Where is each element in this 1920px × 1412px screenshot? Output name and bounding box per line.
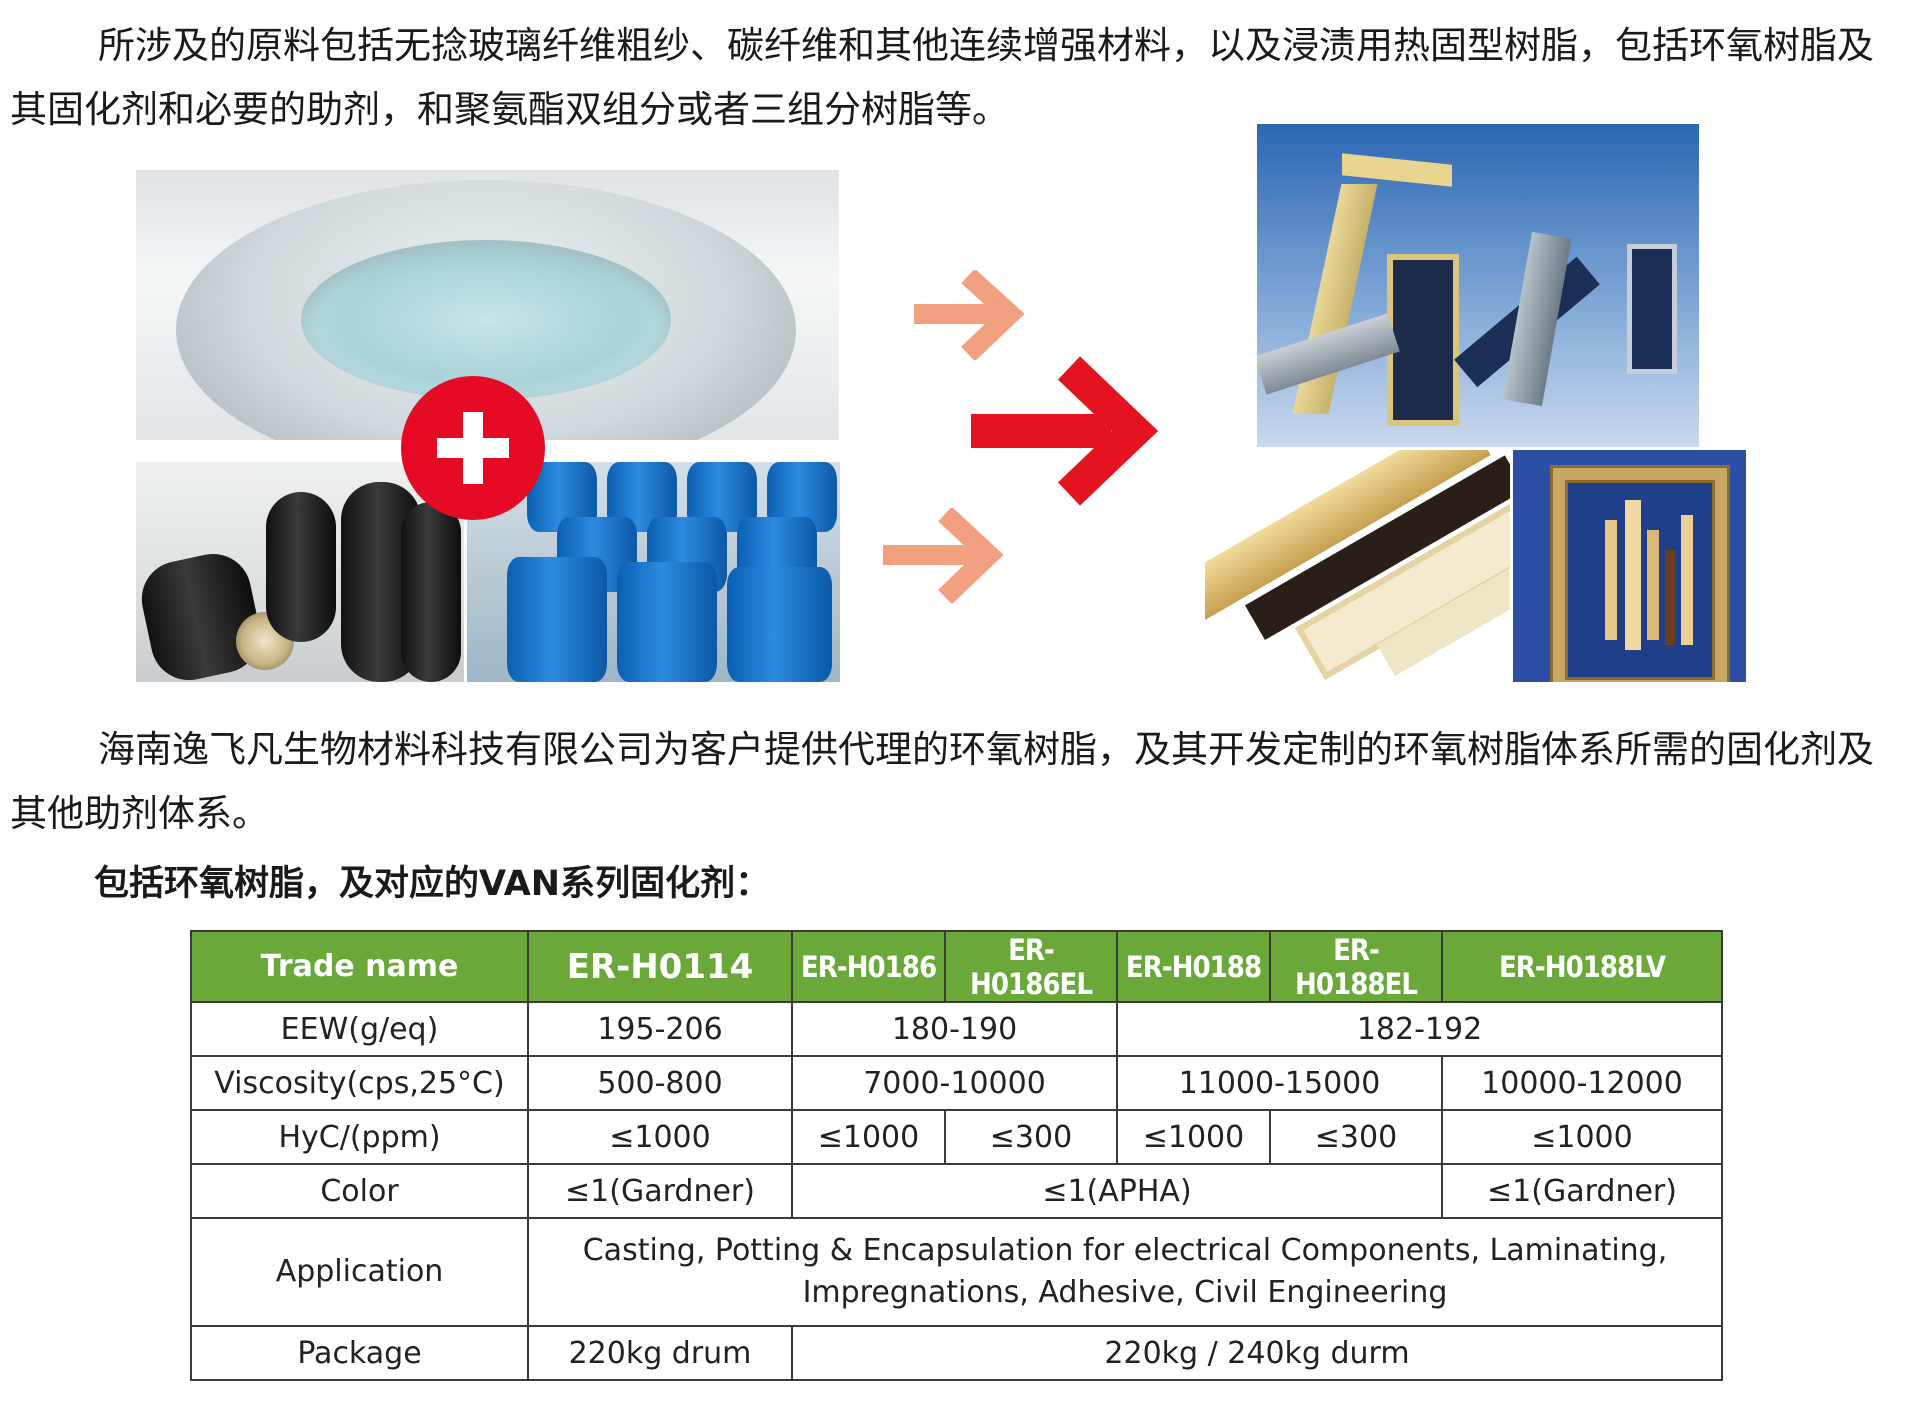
header-er-h0186: ER-H0186 [791,930,946,1003]
blue-resin-drums-image [467,462,840,682]
company-text: 海南逸飞凡生物材料科技有限公司为客户提供代理的环氧树脂，及其开发定制的环氧树脂体… [10,728,1874,835]
table-cell: 195-206 [527,1001,793,1057]
table-cell: 500-800 [527,1055,793,1111]
table-cell: ≤1(APHA) [791,1163,1443,1219]
yellow-rods-image [1205,450,1510,682]
table-header-row: Trade name ER-H0114 ER-H0186 ER-H0186EL … [190,930,1723,1003]
header-er-h0188: ER-H0188 [1116,930,1271,1003]
carbon-fiber-spools-image [136,462,464,682]
table-cell: ≤1000 [1116,1109,1271,1165]
intro-paragraph: 所涉及的原料包括无捻玻璃纤维粗纱、碳纤维和其他连续增强材料，以及浸渍用热固型树脂… [10,14,1910,142]
table-row: EEW(g/eq) 195-206 180-190 182-192 [190,1001,1723,1057]
arrow-right-icon [883,508,1004,603]
profile-frame-image [1513,450,1746,682]
row-label: Application [190,1217,529,1327]
table-cell: 7000-10000 [791,1055,1118,1111]
table-cell: 11000-15000 [1116,1055,1443,1111]
glass-fiber-roving-image [136,170,839,440]
header-er-h0186el: ER-H0186EL [944,930,1118,1003]
table-cell: 220kg / 240kg durm [791,1325,1723,1381]
table-cell: 10000-12000 [1441,1055,1723,1111]
application-line-2: Impregnations, Adhesive, Civil Engineeri… [802,1275,1448,1310]
table-cell: ≤1(Gardner) [1441,1163,1723,1219]
table-cell: 182-192 [1116,1001,1723,1057]
table-cell: ≤1000 [527,1109,793,1165]
pultruded-profiles-image [1257,124,1699,447]
arrow-right-icon [971,356,1159,506]
plus-icon [401,376,545,520]
epoxy-spec-table: Trade name ER-H0114 ER-H0186 ER-H0186EL … [190,930,1723,1381]
table-row: HyC/(ppm) ≤1000 ≤1000 ≤300 ≤1000 ≤300 ≤1… [190,1109,1723,1165]
row-label: Color [190,1163,529,1219]
header-trade-name: Trade name [190,930,529,1003]
table-cell: ≤1(Gardner) [527,1163,793,1219]
row-label: Package [190,1325,529,1381]
table-cell: ≤300 [944,1109,1118,1165]
table-cell: ≤1000 [1441,1109,1723,1165]
table-row: Application Casting, Potting & Encapsula… [190,1217,1723,1327]
header-er-h0114: ER-H0114 [527,930,793,1003]
header-er-h0188el: ER-H0188EL [1269,930,1443,1003]
table-cell: ≤1000 [791,1109,946,1165]
row-label: Viscosity(cps,25°C) [190,1055,529,1111]
table-cell: ≤300 [1269,1109,1443,1165]
table-row: Color ≤1(Gardner) ≤1(APHA) ≤1(Gardner) [190,1163,1723,1219]
table-row: Viscosity(cps,25°C) 500-800 7000-10000 1… [190,1055,1723,1111]
company-paragraph: 海南逸飞凡生物材料科技有限公司为客户提供代理的环氧树脂，及其开发定制的环氧树脂体… [10,718,1910,846]
application-line-1: Casting, Potting & Encapsulation for ele… [582,1233,1668,1268]
table-cell: Casting, Potting & Encapsulation for ele… [527,1217,1723,1327]
intro-text: 所涉及的原料包括无捻玻璃纤维粗纱、碳纤维和其他连续增强材料，以及浸渍用热固型树脂… [10,24,1874,131]
table-row: Package 220kg drum 220kg / 240kg durm [190,1325,1723,1381]
header-er-h0188lv: ER-H0188LV [1441,930,1723,1003]
row-label: EEW(g/eq) [190,1001,529,1057]
table-heading: 包括环氧树脂，及对应的VAN系列固化剂： [94,864,771,904]
arrow-right-icon [914,270,1025,360]
table-cell: 180-190 [791,1001,1118,1057]
table-cell: 220kg drum [527,1325,793,1381]
row-label: HyC/(ppm) [190,1109,529,1165]
